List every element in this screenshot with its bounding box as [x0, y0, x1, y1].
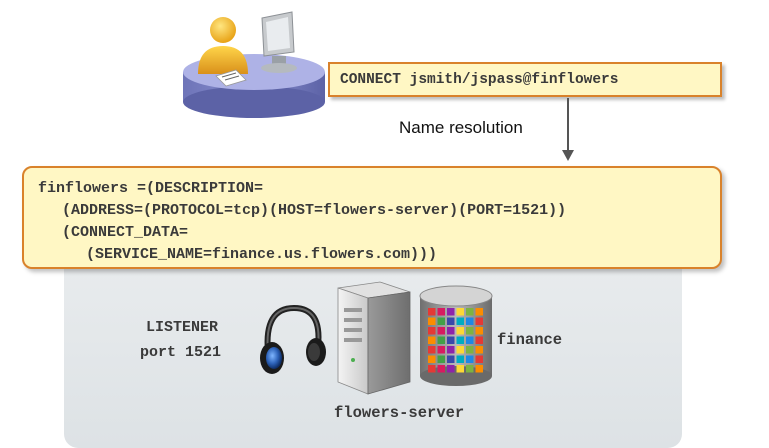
client-user-icon — [183, 11, 325, 118]
database-tile — [466, 327, 474, 335]
database-tile — [456, 336, 464, 344]
database-tile — [466, 355, 474, 363]
database-tile — [447, 336, 455, 344]
database-tile — [437, 336, 445, 344]
database-tile — [447, 317, 455, 325]
database-tile — [456, 327, 464, 335]
name-resolution-label: Name resolution — [399, 118, 523, 137]
listener-label: LISTENER — [146, 319, 219, 336]
server-tower-icon — [337, 281, 411, 395]
descriptor-line-2: (ADDRESS=(PROTOCOL=tcp)(HOST=flowers-ser… — [62, 202, 567, 219]
database-tile — [475, 336, 483, 344]
database-tile — [475, 317, 483, 325]
database-tile — [475, 346, 483, 354]
database-tile — [475, 308, 483, 316]
database-icon — [419, 285, 493, 386]
database-label: finance — [497, 331, 563, 349]
database-tile — [466, 336, 474, 344]
database-tile — [447, 327, 455, 335]
connect-command-text: CONNECT jsmith/jspass@finflowers — [340, 72, 619, 88]
database-tile — [475, 355, 483, 363]
database-tile — [447, 365, 455, 373]
database-tile — [437, 317, 445, 325]
descriptor-line-4: (SERVICE_NAME=finance.us.flowers.com))) — [86, 246, 438, 263]
connect-command-callout: CONNECT jsmith/jspass@finflowers — [328, 62, 722, 97]
database-tile — [428, 327, 436, 335]
database-tile — [466, 317, 474, 325]
database-tile — [466, 308, 474, 316]
database-tile — [456, 308, 464, 316]
database-tile — [437, 308, 445, 316]
listener-port-label: port 1521 — [140, 344, 222, 361]
server-host-label: flowers-server — [334, 404, 465, 422]
database-tile — [466, 346, 474, 354]
database-tile — [428, 365, 436, 373]
database-tile — [475, 365, 483, 373]
database-tile — [437, 346, 445, 354]
database-tile — [428, 317, 436, 325]
database-tile — [475, 327, 483, 335]
database-color-tiles — [428, 308, 483, 373]
database-tile — [456, 317, 464, 325]
database-tile — [437, 355, 445, 363]
connect-descriptor-callout: finflowers =(DESCRIPTION= (ADDRESS=(PROT… — [22, 166, 722, 269]
database-tile — [447, 355, 455, 363]
database-tile — [447, 308, 455, 316]
database-tile — [437, 365, 445, 373]
database-tile — [437, 327, 445, 335]
database-tile — [447, 346, 455, 354]
database-tile — [456, 355, 464, 363]
descriptor-line-3: (CONNECT_DATA= — [62, 224, 189, 241]
database-tile — [428, 355, 436, 363]
database-tile — [428, 336, 436, 344]
database-tile — [466, 365, 474, 373]
database-tile — [456, 346, 464, 354]
database-tile — [428, 308, 436, 316]
database-tile — [456, 365, 464, 373]
descriptor-line-1: finflowers =(DESCRIPTION= — [38, 180, 264, 197]
listener-headphones-icon — [260, 304, 326, 374]
database-tile — [428, 346, 436, 354]
